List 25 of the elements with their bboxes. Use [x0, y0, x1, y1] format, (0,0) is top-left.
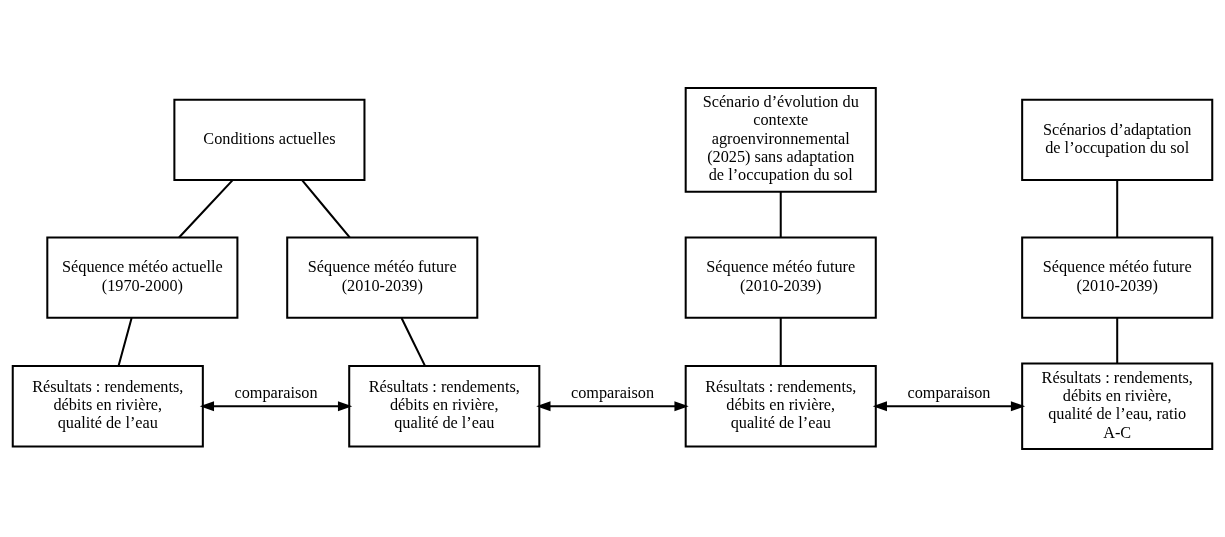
edge-label: comparaison	[570, 383, 655, 402]
node-box: Séquence météo actuelle (1970-2000)	[46, 236, 239, 319]
connector	[779, 191, 782, 238]
arrow	[872, 401, 1026, 412]
edge-label: comparaison	[907, 383, 991, 402]
connector	[1116, 318, 1119, 364]
connector	[779, 318, 782, 366]
node-box: Séquence météo future (2010-2039)	[286, 236, 479, 319]
node-box: Conditions actuelles	[173, 98, 366, 182]
connector	[301, 179, 351, 239]
edge-label: comparaison	[234, 383, 318, 402]
node-box: Scénarios d’adaptation de l’occupation du sol	[1021, 98, 1214, 182]
node-box: Séquence météo future (2010-2039)	[1021, 236, 1214, 319]
node-box: Résultats : rendements, débits en rivière, qualité de l’eau	[684, 365, 877, 448]
connector	[1116, 180, 1119, 238]
connector	[178, 179, 234, 239]
node-box: Résultats : rendements, débits en rivière, qualité de l’eau, ratio A-C	[1021, 362, 1214, 450]
node-box: Scénario d’évolution du contexte agroenvironnemental (2025) sans adaptation de l’occupation du sol	[684, 87, 877, 193]
arrow	[536, 401, 689, 412]
node-box: Résultats : rendements, débits en rivière, qualité de l’eau	[348, 365, 541, 448]
node-box: Séquence météo future (2010-2039)	[684, 236, 877, 319]
node-box: Résultats : rendements, débits en rivière, qualité de l’eau	[11, 365, 204, 448]
arrow	[199, 401, 353, 412]
connector	[117, 317, 133, 367]
connector	[400, 317, 426, 367]
